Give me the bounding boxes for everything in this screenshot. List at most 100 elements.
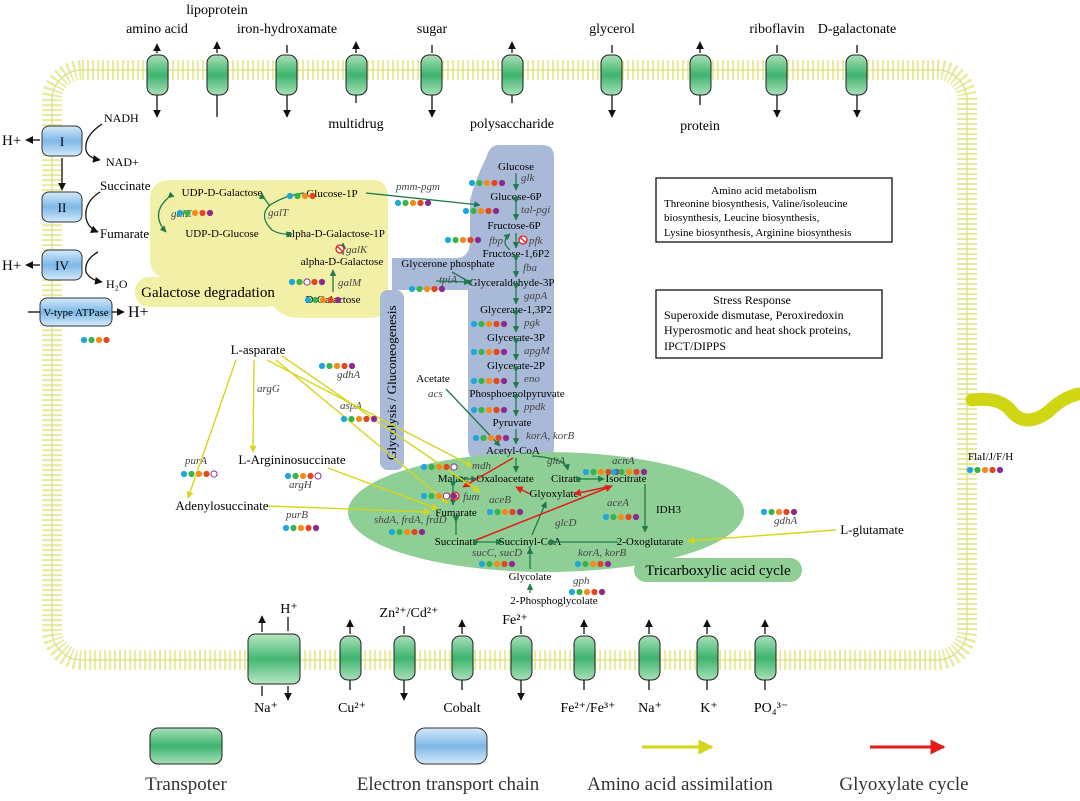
adenylosuccinate: Adenylosuccinate xyxy=(175,498,268,513)
gene-dot xyxy=(312,524,320,532)
label-polysaccharide: polysaccharide xyxy=(470,117,554,132)
gene-dot xyxy=(483,179,491,187)
gene-dot xyxy=(602,513,610,521)
gene-dot xyxy=(467,236,474,244)
gene-dot xyxy=(195,470,203,478)
gene-aceA: aceA xyxy=(607,497,629,509)
transporter-glycerol: glycerol xyxy=(589,22,635,118)
citrate: Citrate xyxy=(551,473,581,485)
gene-dot xyxy=(605,468,612,476)
gene-purA: purA xyxy=(184,455,207,467)
gene-dot xyxy=(487,434,495,442)
nadh: NADH xyxy=(104,111,139,125)
udp-glucose: UDP-D-Glucose xyxy=(185,228,258,240)
gene-dot xyxy=(582,560,589,568)
2-phosphoglycolate: 2-Phosphoglycolate xyxy=(510,595,597,607)
gene-dot xyxy=(408,285,416,293)
complex-iv-label: IV xyxy=(55,258,69,273)
transporter-na-h-antiporter: H⁺ Na⁺ xyxy=(247,602,301,716)
galactose-pathway: UDP-D-Galactose UDP-D-Glucose Glucose-1P… xyxy=(157,181,481,306)
transporter-polysaccharide: polysaccharide xyxy=(470,41,554,132)
etc-succinate: Succinate xyxy=(100,178,151,193)
gene-dot xyxy=(403,528,411,536)
gene-dot xyxy=(775,508,783,516)
gene-pfk: pfk xyxy=(528,235,544,247)
gene-dot xyxy=(409,199,417,207)
gene-dot xyxy=(340,415,348,423)
gene-fba: fba xyxy=(523,262,538,274)
gene-dot xyxy=(589,560,597,568)
amino-assimilation: L-asparate gdhA argG aspA purA L-Arginin… xyxy=(175,342,904,545)
glycolate: Glycolate xyxy=(509,571,552,583)
label-k: K⁺ xyxy=(700,701,718,716)
gene-dot xyxy=(305,524,312,532)
gene-dot xyxy=(974,466,981,474)
gene-dot xyxy=(363,415,370,423)
gene-dot xyxy=(292,472,299,480)
gene-dot xyxy=(472,434,480,442)
complex-ii-label: II xyxy=(58,200,67,215)
inhibit-galK-icon xyxy=(335,244,345,254)
gene-dot xyxy=(319,296,327,304)
transporter-riboflavin: riboflavin xyxy=(749,22,805,118)
transporter-amino-acid: amino acid xyxy=(126,22,188,118)
aa-box-title: Amino acid metabolism xyxy=(711,185,817,197)
gene-galT: galT xyxy=(268,207,289,219)
glycolysis-vertical-label: Glycolysis / Gluconeogenesis xyxy=(384,305,399,460)
gene-dot xyxy=(491,179,498,187)
glyoxylate-cycle-arrows xyxy=(462,457,613,541)
h-out-v: H+ xyxy=(128,304,149,321)
gene-dot xyxy=(508,560,516,568)
gene-sucC-sucD: sucC, sucD xyxy=(472,547,522,559)
pyruvate: Pyruvate xyxy=(492,417,531,429)
gene-dot xyxy=(355,415,363,423)
gene-dot xyxy=(498,179,506,187)
label-cu: Cu²⁺ xyxy=(338,701,366,716)
gene-dot xyxy=(493,320,500,328)
gene-dot xyxy=(502,434,510,442)
acetyl-coa: Acetyl-CoA xyxy=(486,445,540,457)
gene-dot xyxy=(438,285,446,293)
gene-dot xyxy=(333,362,341,370)
galactose-label-bg xyxy=(135,277,281,307)
gene-dot xyxy=(582,468,590,476)
l-glutamate: L-glutamate xyxy=(840,522,904,537)
gene-dot xyxy=(493,560,501,568)
gene-dot xyxy=(411,528,418,536)
label-po4: PO₄³⁻ xyxy=(754,701,788,716)
gene-purB: purB xyxy=(285,509,308,521)
glycerone-phosphate: Glycerone phosphate xyxy=(401,258,494,270)
gene-dot xyxy=(301,192,309,200)
gene-dot xyxy=(470,348,478,356)
gene-presence-markers xyxy=(80,179,1004,596)
gene-dot xyxy=(431,285,438,293)
label-fe2-fe3: Fe²⁺/Fe³⁺ xyxy=(560,701,615,716)
gene-dot xyxy=(294,192,301,200)
aa-box-line-1: Threonine biosynthesis, Valine/isoleucin… xyxy=(664,198,848,210)
glycolysis-arrows xyxy=(435,173,520,445)
h2o: H₂O xyxy=(106,277,128,291)
gene-dot xyxy=(284,472,292,480)
gene-dot xyxy=(450,463,458,471)
bottom-transporters: H⁺ Na⁺ Cu²⁺ Zn²⁺/Cd²⁺ Cobalt Fe²⁺ xyxy=(247,602,788,716)
gene-gltA: gltA xyxy=(547,455,566,467)
gene-dot xyxy=(610,468,618,476)
legend-transporter-icon xyxy=(149,727,223,765)
gene-dot xyxy=(341,362,348,370)
gene-dot xyxy=(501,560,508,568)
oxaloacetate: Oxaloacetate xyxy=(476,473,534,485)
gene-dot xyxy=(486,560,493,568)
gene-shdA-frdA-frdD: shdA, frdA, frdD xyxy=(374,514,447,526)
phosphoenolpyruvate: Phosphoenolpyruvate xyxy=(469,388,564,400)
gene-dot xyxy=(478,320,485,328)
gene-acs: acs xyxy=(428,388,443,400)
gene-dot xyxy=(314,472,322,480)
gene-dot xyxy=(470,406,478,414)
gene-dot xyxy=(88,336,95,344)
gene-dot xyxy=(597,560,604,568)
gene-dot xyxy=(966,466,974,474)
galactose-label: Galactose degradation xyxy=(141,285,275,301)
gene-dot xyxy=(394,199,402,207)
gene-dot xyxy=(191,209,199,217)
gene-dot xyxy=(334,296,342,304)
